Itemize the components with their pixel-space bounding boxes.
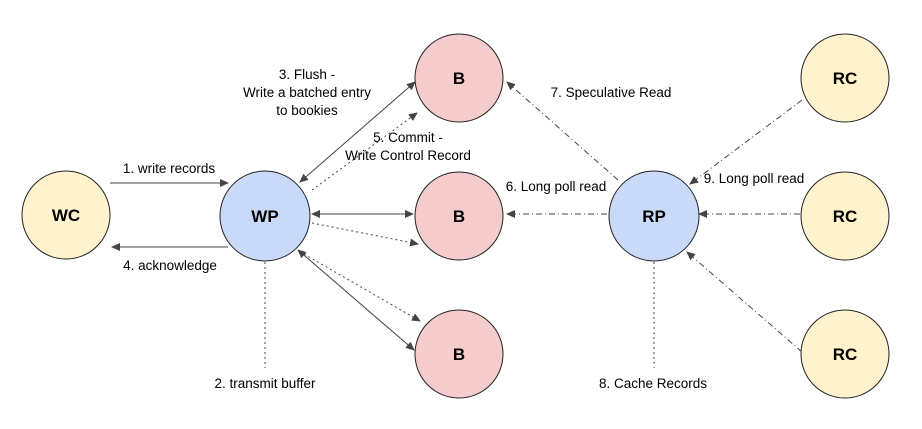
node-wc-label: WC <box>52 206 80 225</box>
node-rc1-label: RC <box>833 69 858 88</box>
label-long-poll-6: 6. Long poll read <box>506 179 607 194</box>
node-b2-circle <box>414 171 504 261</box>
edge-wp-b3-commit <box>303 253 421 322</box>
edge-wp-b2-commit <box>311 222 419 247</box>
node-wp-circle <box>219 170 311 262</box>
label-commit-line-1: 5. Commit - <box>373 130 443 145</box>
node-writer-client: WC <box>21 170 111 260</box>
node-b3-circle <box>414 309 504 399</box>
edge-wp-b1 <box>299 81 416 183</box>
edge-rc3-rp <box>686 251 803 353</box>
label-write-records: 1. write records <box>123 161 216 176</box>
node-rc1-circle <box>800 33 890 123</box>
label-speculative-read: 7. Speculative Read <box>551 85 672 100</box>
node-rc2-label: RC <box>833 207 858 226</box>
node-rp-circle <box>608 170 700 262</box>
label-cache-records: 8. Cache Records <box>599 376 707 391</box>
node-b3-label: B <box>453 345 465 364</box>
node-reader-client-3: RC <box>800 309 890 399</box>
edge-rp-b1 <box>506 81 619 181</box>
edge-labels: 1. write records 4. acknowledge 2. trans… <box>123 67 804 391</box>
edge-rc1-rp <box>689 99 803 185</box>
label-acknowledge: 4. acknowledge <box>123 258 217 273</box>
label-commit-line-2: Write Control Record <box>345 148 471 163</box>
label-flush-line-2: Write a batched entry <box>243 85 371 100</box>
node-b1-circle <box>414 33 504 123</box>
node-bookie-1: B <box>414 33 504 123</box>
node-bookie-3: B <box>414 309 504 399</box>
edge-wp-b3 <box>297 249 415 351</box>
node-bookie-2: B <box>414 171 504 261</box>
node-read-proxy: RP <box>608 170 700 262</box>
node-rc3-circle <box>800 309 890 399</box>
node-rc2-circle <box>800 171 890 261</box>
label-flush-line-3: to bookies <box>276 103 338 118</box>
node-write-proxy: WP <box>219 170 311 262</box>
node-reader-client-2: RC <box>800 171 890 261</box>
nodes: WC WP B B B RP RC RC <box>21 33 890 399</box>
node-rc3-label: RC <box>833 345 858 364</box>
node-rp-label: RP <box>642 207 666 226</box>
label-long-poll-9: 9. Long poll read <box>704 171 805 186</box>
node-wp-label: WP <box>251 207 278 226</box>
edge-wp-b1-commit <box>311 112 418 191</box>
node-b1-label: B <box>453 69 465 88</box>
node-b2-label: B <box>453 207 465 226</box>
node-reader-client-1: RC <box>800 33 890 123</box>
node-wc-circle <box>21 170 111 260</box>
edges <box>110 81 803 368</box>
label-flush-line-1: 3. Flush - <box>279 67 335 82</box>
label-transmit-buffer: 2. transmit buffer <box>214 376 316 391</box>
